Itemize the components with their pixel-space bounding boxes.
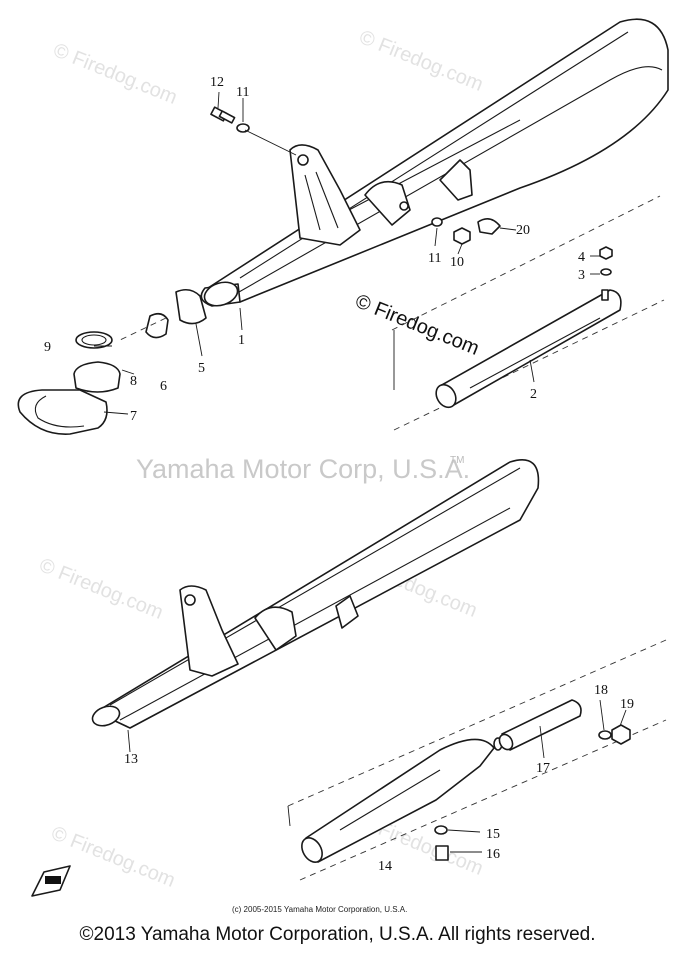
leader-lines-upper [94,91,517,415]
firedog-overlay-watermark: © Firedog.com [352,290,482,360]
muffler-lower [91,459,540,729]
callout-13: 13 [124,752,138,767]
copyright-footer: ©2013 Yamaha Motor Corporation, U.S.A. A… [79,924,596,945]
inner-tube-upper [391,195,665,431]
callout-8: 8 [130,374,137,389]
callout-18: 18 [594,683,608,698]
fwd-logo-icon [31,865,71,897]
callout-4: 4 [578,250,585,265]
callout-17: 17 [536,761,550,776]
hardware-upper [17,106,501,435]
watermark-text: © Firedog.com [36,554,166,624]
callout-11-lower: 11 [428,251,441,266]
center-watermark: Yamaha Motor Corp, U.S.A. [136,454,470,484]
muffler-upper [200,18,669,307]
callout-7: 7 [130,409,137,424]
watermark-text: © Firedog.com [356,26,486,96]
callout-2: 2 [530,387,537,402]
callout-11-upper: 11 [236,85,249,100]
callout-6: 6 [160,379,167,394]
callout-3: 3 [578,268,585,283]
callout-14: 14 [378,859,392,874]
small-copyright: (c) 2005-2015 Yamaha Motor Corporation, … [232,905,407,914]
callout-labels: 1 2 3 4 5 6 7 8 9 10 11 11 12 13 14 15 1… [44,75,634,874]
callout-9: 9 [44,340,51,355]
callout-20: 20 [516,223,530,238]
watermark-text: © Firedog.com [50,39,180,109]
callout-19: 19 [620,697,634,712]
hardware-lower [127,639,667,881]
watermark-text: © Firedog.com [48,822,178,892]
callout-10: 10 [450,255,464,270]
callout-16: 16 [486,847,500,862]
callout-12: 12 [210,75,224,90]
callout-5: 5 [198,361,205,376]
callout-1: 1 [238,333,245,348]
callout-15: 15 [486,827,500,842]
trademark-mark: TM [450,455,464,466]
